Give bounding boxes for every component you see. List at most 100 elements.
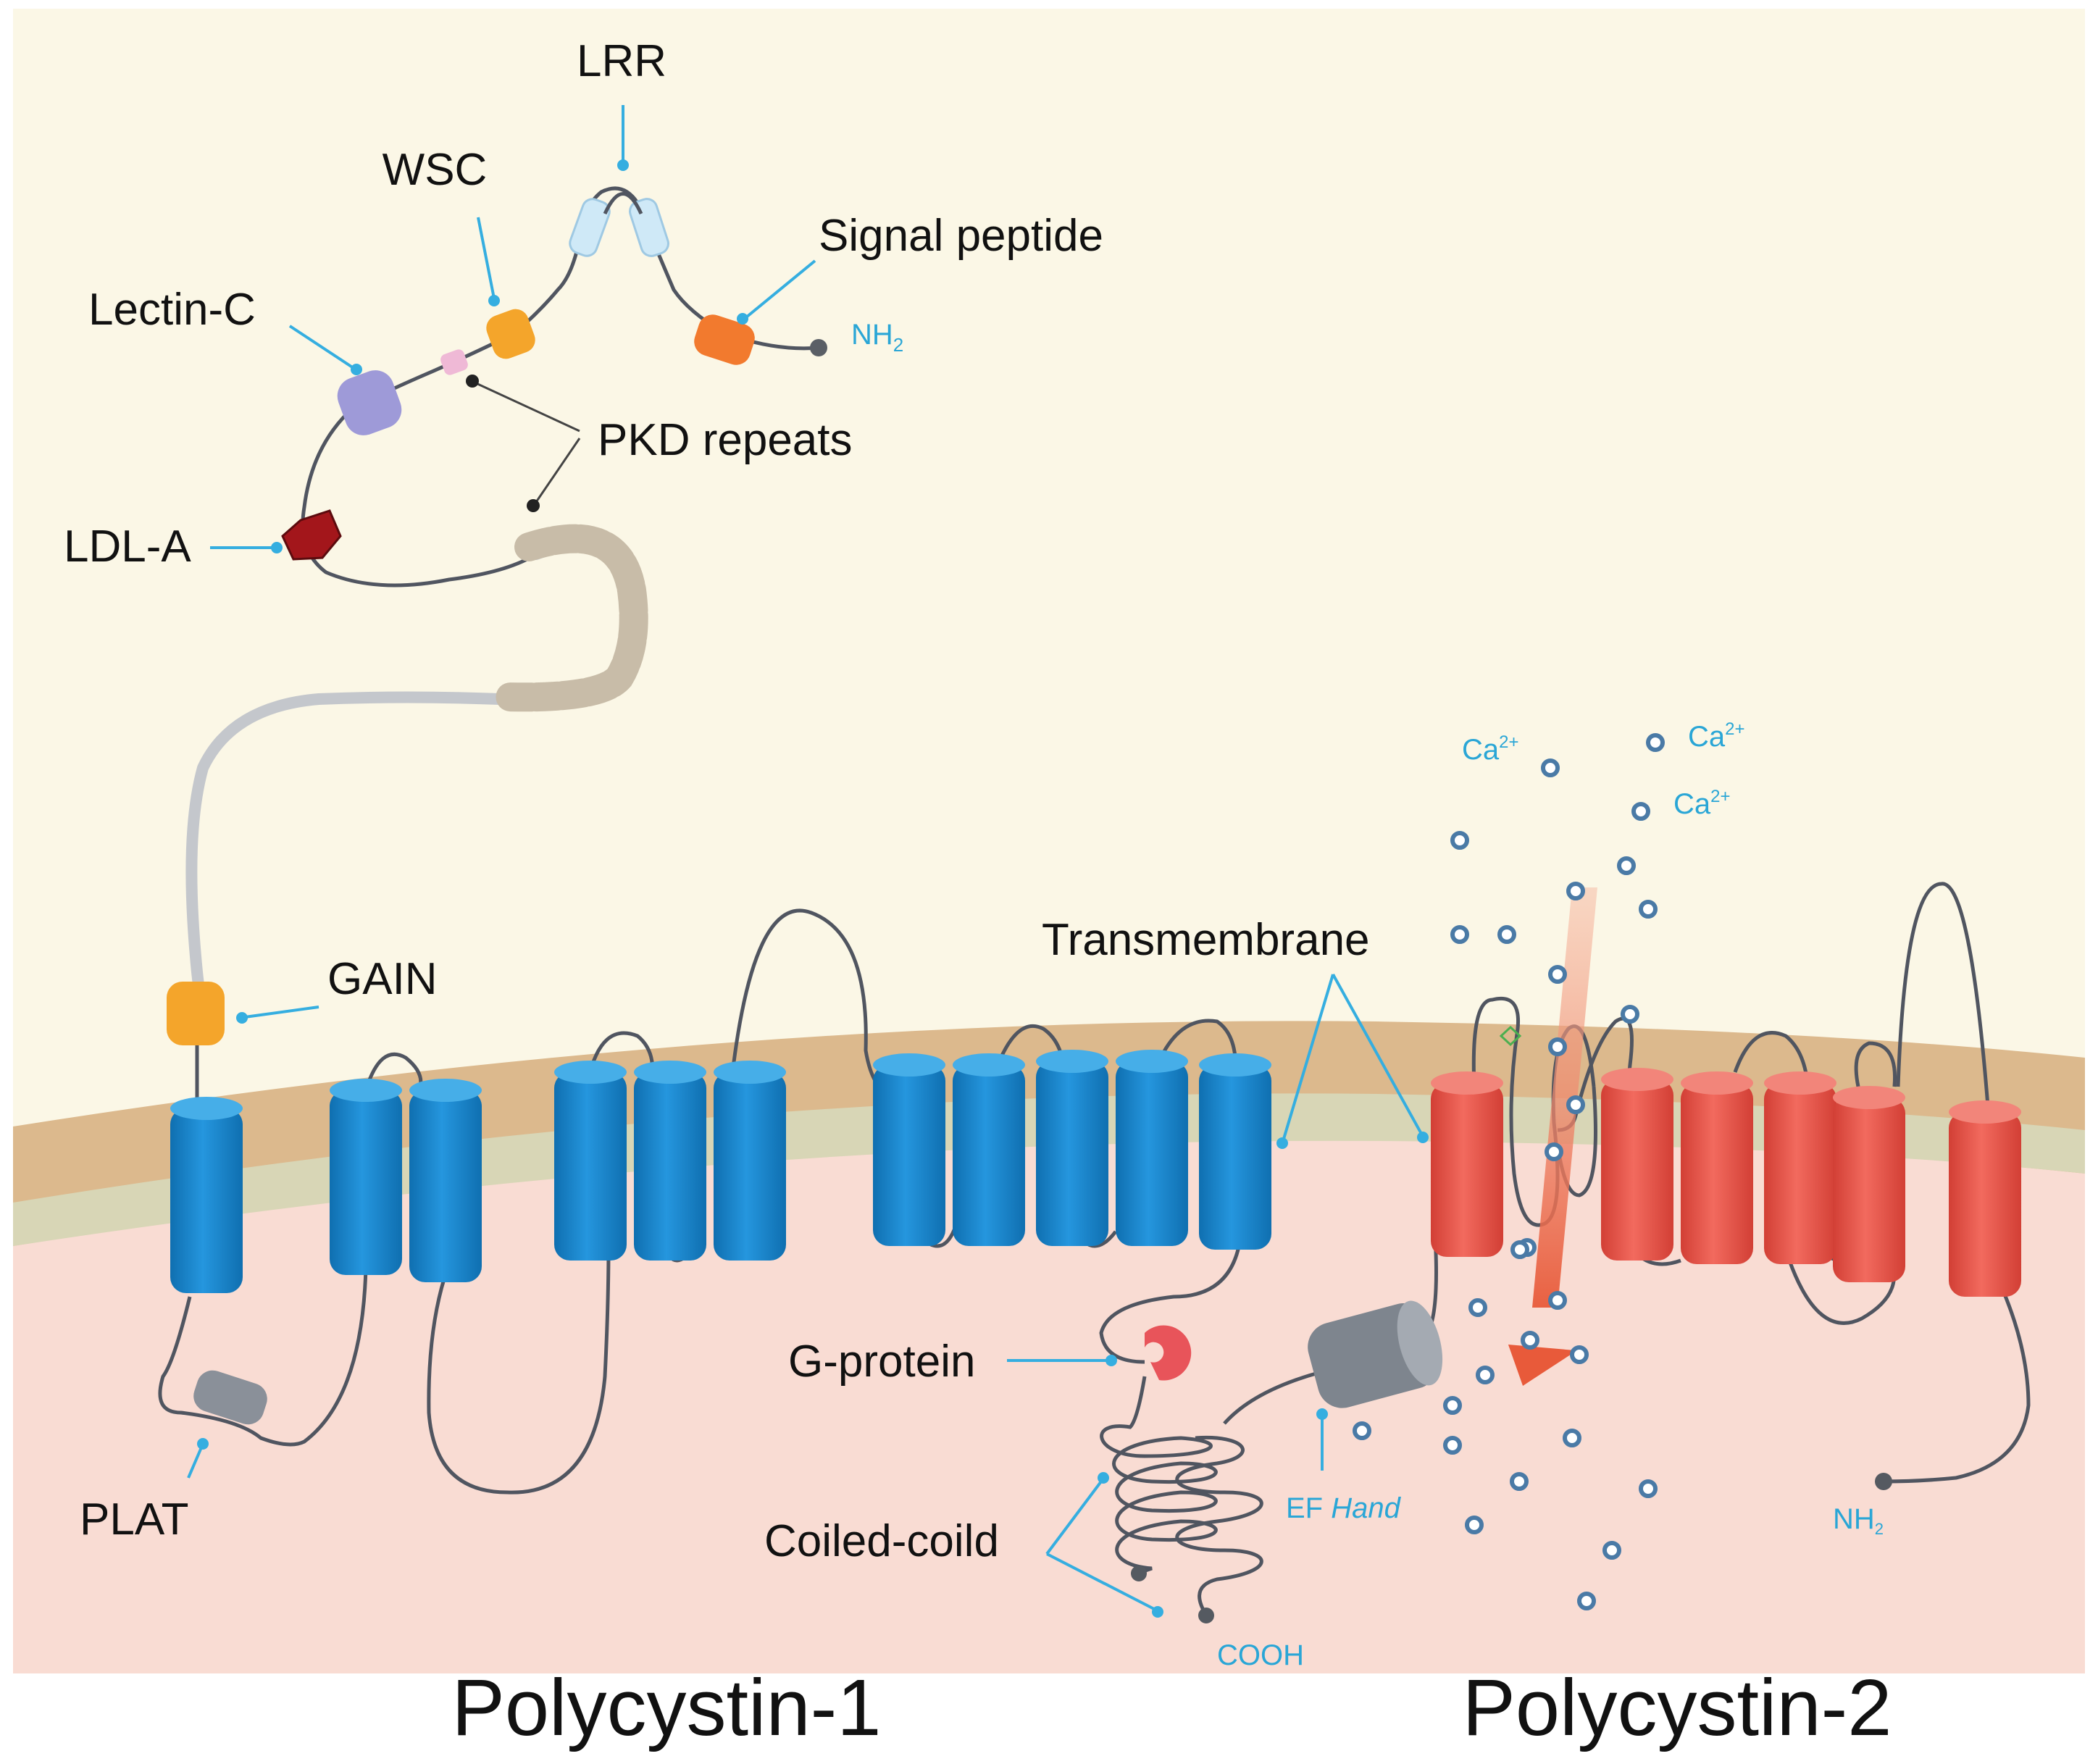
pc2-helix-5 (1833, 1086, 1905, 1282)
label-nh2-pc1: NH2 (851, 319, 903, 356)
pc2-extracellular-loop-1 (1733, 1031, 1810, 1084)
calcium-ion (1548, 965, 1567, 984)
label-g-protein: G-protein (788, 1337, 975, 1387)
pc2-n-terminal-chain (1883, 1281, 2031, 1484)
pc1-helix-2 (330, 1079, 402, 1275)
leader-lines (187, 105, 1429, 1618)
pc1-helix-8 (953, 1053, 1025, 1246)
lrr-repeat-left (569, 198, 611, 257)
label-signal-peptide: Signal peptide (819, 211, 1103, 261)
pc1-n-terminus (810, 339, 827, 356)
calcium-ion (1468, 1298, 1487, 1317)
calcium-ion (1510, 1240, 1529, 1259)
calcium-ion (1646, 733, 1665, 752)
pc2-helix-4 (1764, 1071, 1836, 1264)
pc1-extracellular-loop-3 (730, 908, 879, 1084)
ldl-a-domain (281, 509, 342, 561)
pc1-intracellular-loop-1 (158, 1267, 368, 1447)
label-lectin-c: Lectin-C (88, 285, 256, 335)
lrr-loop (603, 192, 643, 215)
pc1-intracellular-loop-2 (427, 1245, 611, 1495)
label-transmembrane: Transmembrane (1042, 915, 1370, 965)
label-ca-2: Ca2+ (1688, 719, 1745, 753)
pc2-transmembrane-helices (1431, 1068, 2021, 1297)
pc2-helix-1 (1431, 1071, 1503, 1257)
calcium-ion (1566, 882, 1585, 900)
lectin-c-domain (337, 370, 402, 435)
pkd-repeat-small (440, 349, 468, 375)
pc1-helix-6 (714, 1061, 786, 1261)
calcium-ion (1443, 1436, 1462, 1455)
pc1-extracellular-loop-1 (364, 1052, 423, 1091)
pc1-extracellular-loop-2 (586, 1031, 655, 1080)
calcium-ion (1353, 1421, 1371, 1440)
pc1-helix-4 (554, 1061, 627, 1261)
calcium-ion (1450, 925, 1469, 944)
calcium-ion (1621, 1005, 1639, 1024)
signal-peptide-domain (694, 314, 755, 365)
pc2-helix-6 (1949, 1100, 2021, 1297)
pc2-helix-3 (1681, 1071, 1753, 1264)
pkd-repeats-domain (493, 524, 648, 712)
label-ldl-a: LDL-A (64, 522, 191, 572)
label-cooh: COOH (1217, 1639, 1304, 1671)
pc1-helix-11 (1199, 1053, 1271, 1250)
calcium-ion (1631, 802, 1650, 821)
calcium-ion (1639, 1479, 1658, 1498)
calcium-ion (1450, 831, 1469, 850)
label-polycystin-1: Polycystin-1 (452, 1663, 882, 1752)
label-lrr: LRR (577, 36, 666, 86)
wsc-domain (486, 309, 535, 359)
label-wsc: WSC (383, 145, 488, 195)
pc1-helix-9 (1036, 1050, 1108, 1246)
g-protein-domain (1145, 1325, 1192, 1381)
label-gain: GAIN (327, 954, 438, 1004)
pc2-extracellular-loop-2 (1854, 1041, 1897, 1087)
pc1-helix-1 (170, 1097, 243, 1293)
pc1-c-terminal-chain (1099, 1238, 1242, 1364)
calcium-ion (1510, 1472, 1529, 1491)
calcium-ion (1541, 758, 1560, 777)
gain-domain (167, 982, 225, 1045)
calcium-ion (1465, 1516, 1484, 1534)
calcium-ion (1548, 1291, 1567, 1310)
label-coiled-coil: Coiled-coild (764, 1516, 999, 1566)
calcium-ion (1639, 900, 1658, 919)
label-ca-1: Ca2+ (1462, 732, 1519, 766)
label-nh2-pc2: NH2 (1833, 1503, 1884, 1538)
label-ef-hand: EF Hand (1286, 1492, 1402, 1524)
calcium-ion (1521, 1331, 1539, 1350)
calcium-ion (1577, 1592, 1596, 1610)
glycosylation-marker (1499, 1025, 1522, 1047)
label-pkd-repeats: PKD repeats (598, 415, 853, 465)
plat-domain (193, 1370, 267, 1425)
calcium-ion (1545, 1142, 1563, 1161)
calcium-ion (1617, 856, 1636, 875)
coiled-coil-left (1100, 1376, 1218, 1578)
pc2-extracellular-loop-3 (1896, 882, 1991, 1116)
pc1-helix-10 (1116, 1050, 1188, 1246)
coiled-coil-end-1 (1131, 1566, 1147, 1581)
ef-hand-chain (1223, 1371, 1319, 1425)
pc1-helix-5 (634, 1061, 706, 1261)
calcium-ion (1497, 925, 1516, 944)
label-ca-3: Ca2+ (1673, 787, 1731, 820)
calcium-ion (1570, 1345, 1589, 1364)
calcium-ion (1563, 1429, 1581, 1447)
pc2-helix-2 (1601, 1068, 1673, 1261)
calcium-ions (1353, 733, 1665, 1610)
calcium-ion (1476, 1366, 1495, 1384)
calcium-ion (1443, 1396, 1462, 1415)
label-plat: PLAT (80, 1495, 188, 1544)
calcium-ion (1602, 1541, 1621, 1560)
coiled-coil-right (1175, 1435, 1263, 1617)
pc1-transmembrane-helices (170, 1050, 1271, 1293)
pc1-helix-7 (873, 1053, 945, 1246)
ef-hand-domain (1308, 1300, 1443, 1408)
pc1-helix-3 (409, 1079, 482, 1282)
calcium-ion (1548, 1037, 1567, 1056)
cooh-terminus (1198, 1608, 1214, 1623)
pc2-n-terminus (1875, 1473, 1892, 1490)
